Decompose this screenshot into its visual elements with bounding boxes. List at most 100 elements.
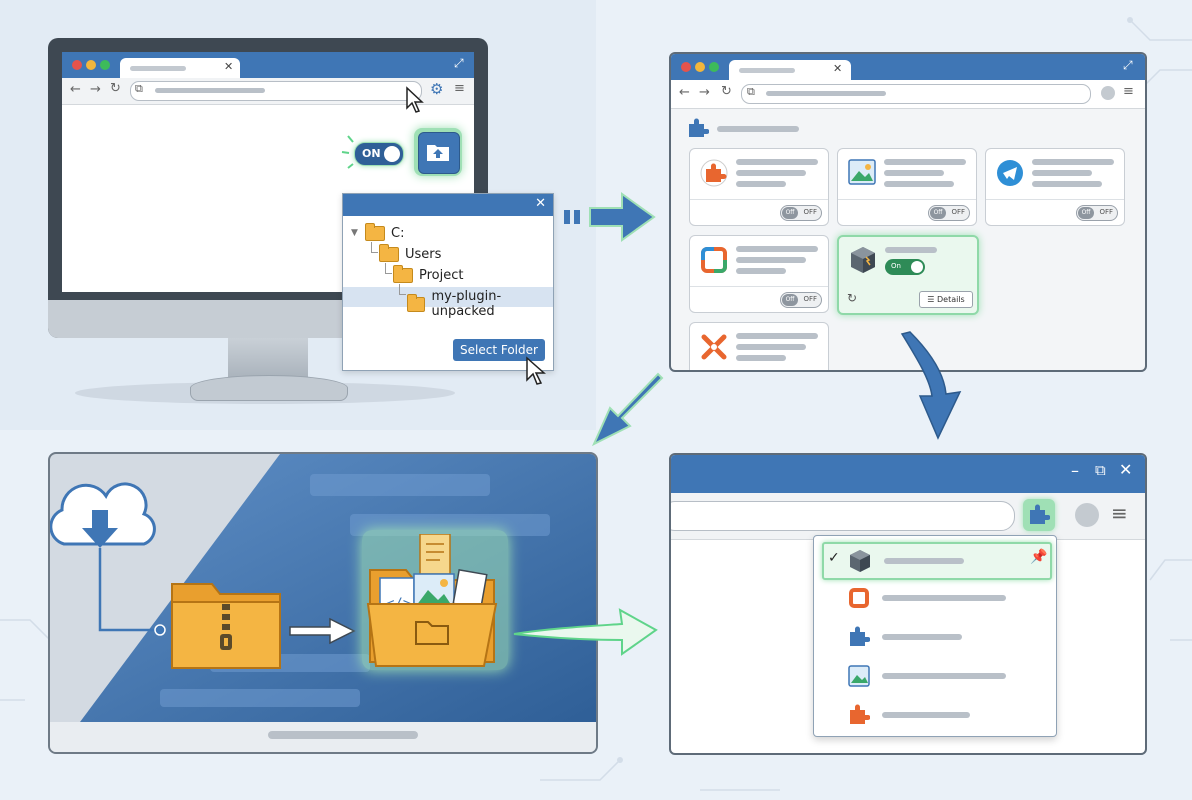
browser-window-1: ✕ ⤢ ← → ↻ ⧉ ⚙ ≡ bbox=[62, 52, 474, 292]
address-bar[interactable] bbox=[671, 501, 1015, 531]
details-button[interactable]: ☰ Details bbox=[919, 291, 973, 308]
developer-mode-toggle[interactable]: ON bbox=[354, 142, 404, 166]
gear-icon[interactable]: ⚙ bbox=[430, 80, 444, 98]
forward-icon[interactable]: → bbox=[699, 85, 710, 100]
reload-icon[interactable]: ↻ bbox=[847, 291, 858, 305]
image-icon bbox=[848, 159, 876, 185]
arrow-right-small bbox=[289, 617, 356, 645]
extension-toggle-on[interactable]: On bbox=[885, 259, 925, 275]
tree-connector bbox=[399, 284, 406, 295]
close-icon[interactable]: ✕ bbox=[1119, 460, 1133, 479]
toolbar: ← → ↻ ⧉ ⚙ ≡ bbox=[62, 78, 474, 105]
cube-icon bbox=[850, 550, 870, 572]
puzzle-icon bbox=[1030, 504, 1050, 524]
toolbar: ≡ bbox=[671, 493, 1145, 540]
menu-item-extension[interactable] bbox=[822, 659, 1048, 693]
cursor-icon bbox=[526, 356, 546, 385]
profile-avatar[interactable] bbox=[1101, 86, 1115, 100]
select-folder-button[interactable]: Select Folder bbox=[453, 339, 545, 361]
download-extract-panel: </> bbox=[48, 452, 598, 754]
tree-item-plugin-folder[interactable]: my-plugin-unpacked bbox=[407, 289, 553, 319]
extensions-puzzle-icon bbox=[689, 118, 709, 137]
folder-icon bbox=[365, 223, 385, 241]
tab[interactable]: ✕ bbox=[120, 58, 240, 78]
reload-icon[interactable]: ↻ bbox=[110, 81, 121, 96]
tree-label: C: bbox=[391, 226, 405, 241]
x-tools-icon bbox=[701, 334, 727, 360]
arrow-right-2 bbox=[513, 608, 658, 656]
puzzle-blue-icon bbox=[850, 626, 870, 646]
extension-card[interactable] bbox=[689, 322, 829, 370]
address-bar[interactable]: ⧉ bbox=[130, 81, 422, 101]
address-bar[interactable]: ⧉ bbox=[741, 84, 1091, 104]
arrow-down-curved bbox=[900, 331, 962, 440]
cube-icon bbox=[851, 247, 875, 273]
minimize-icon[interactable]: – bbox=[1071, 461, 1079, 480]
toggle-label: ON bbox=[362, 147, 381, 160]
expand-icon[interactable]: ⤢ bbox=[1123, 58, 1133, 72]
restore-icon[interactable]: ⧉ bbox=[1095, 461, 1106, 479]
title-bar: – ⧉ ✕ bbox=[671, 455, 1145, 493]
tree-label: Project bbox=[419, 268, 464, 283]
folder-icon bbox=[379, 244, 399, 262]
close-dot[interactable] bbox=[681, 62, 691, 72]
pin-icon[interactable]: 📌 bbox=[1030, 549, 1048, 565]
menu-icon[interactable]: ≡ bbox=[1123, 84, 1134, 99]
close-dot[interactable] bbox=[72, 60, 82, 70]
folder-icon bbox=[407, 293, 426, 312]
office-icon bbox=[849, 588, 869, 608]
office-icon bbox=[701, 247, 727, 273]
menu-icon[interactable]: ≡ bbox=[454, 81, 465, 96]
new-extension-card[interactable]: On ↻ ☰ Details bbox=[837, 235, 979, 315]
back-icon[interactable]: ← bbox=[679, 85, 690, 100]
reload-icon[interactable]: ↻ bbox=[721, 84, 732, 99]
tree-connector bbox=[371, 242, 378, 253]
menu-item-extension[interactable] bbox=[822, 620, 1048, 654]
arrow-down-left bbox=[591, 372, 664, 447]
forward-icon[interactable]: → bbox=[90, 82, 101, 97]
cloud-download-icon bbox=[50, 482, 156, 548]
menu-item-extension[interactable] bbox=[822, 698, 1048, 732]
load-unpacked-button[interactable] bbox=[414, 128, 462, 176]
menu-icon[interactable]: ≡ bbox=[1111, 501, 1128, 525]
tree-label: my-plugin-unpacked bbox=[431, 289, 502, 319]
minimize-dot[interactable] bbox=[86, 60, 96, 70]
back-icon[interactable]: ← bbox=[70, 82, 81, 97]
maximize-dot[interactable] bbox=[709, 62, 719, 72]
folder-icon bbox=[393, 265, 413, 283]
extensions-dropdown: ✓ 📌 bbox=[813, 535, 1057, 737]
tree-item-users[interactable]: Users bbox=[379, 244, 442, 262]
tab[interactable]: ✕ bbox=[729, 60, 851, 80]
minimize-dot[interactable] bbox=[695, 62, 705, 72]
profile-avatar[interactable] bbox=[1075, 503, 1099, 527]
expand-icon[interactable]: ⤢ bbox=[454, 56, 464, 70]
monitor-neck bbox=[228, 338, 308, 378]
tab-close-icon[interactable]: ✕ bbox=[833, 62, 843, 75]
check-icon: ✓ bbox=[828, 550, 840, 566]
extensions-button[interactable] bbox=[1023, 499, 1055, 531]
menu-item-extension[interactable] bbox=[822, 581, 1048, 615]
tree-item-project[interactable]: Project bbox=[393, 265, 464, 283]
selected-row-highlight bbox=[343, 287, 553, 307]
puzzle-orange-icon bbox=[850, 704, 870, 724]
tree-connector bbox=[385, 263, 392, 274]
puzzle-icon: ⧉ bbox=[747, 85, 755, 98]
dialog-close-icon[interactable]: ✕ bbox=[535, 196, 546, 211]
tab-close-icon[interactable]: ✕ bbox=[224, 60, 234, 73]
puzzle-orange-icon bbox=[700, 159, 728, 187]
tree-label: Users bbox=[405, 247, 442, 262]
collapse-arrow-icon[interactable]: ▼ bbox=[351, 228, 358, 238]
menu-item-new-extension[interactable]: ✓ 📌 bbox=[822, 542, 1052, 580]
tree-item-drive[interactable]: C: bbox=[365, 223, 405, 241]
maximize-dot[interactable] bbox=[100, 60, 110, 70]
dialog-title-bar: ✕ bbox=[343, 194, 553, 216]
